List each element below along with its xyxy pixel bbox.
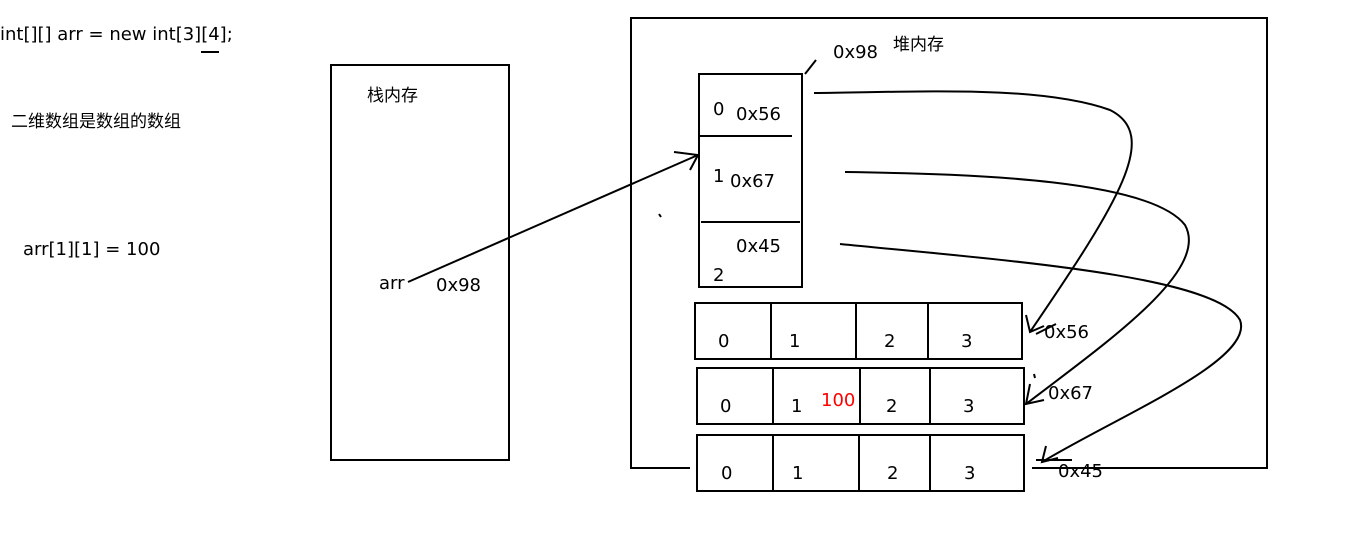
- outer-slot-index: 0: [713, 99, 725, 120]
- inner-cell-index: 1: [791, 396, 803, 417]
- assignment-statement: arr[1][1] = 100: [23, 239, 161, 260]
- inner-array-address: 0x45: [1058, 461, 1104, 482]
- inner-cell-index: 0: [721, 463, 733, 484]
- explanation-text: 二维数组是数组的数组: [11, 112, 181, 132]
- inner-array-address: 0x56: [1044, 322, 1090, 343]
- slot-0-reference-arrow: [813, 90, 1133, 333]
- outer-array-box: [698, 73, 803, 288]
- inner-array-box-0x45: [696, 434, 1025, 492]
- inner-cell-index: 3: [961, 331, 973, 352]
- code-declaration: int[][] arr = new int[3][4];: [0, 24, 233, 45]
- slot-1-arrowhead: [1024, 383, 1045, 406]
- inner-cell-index: 0: [720, 396, 732, 417]
- outer-slot-index: 1: [713, 166, 725, 187]
- stack-var-name: arr: [379, 273, 405, 294]
- inner-cell-index: 1: [792, 463, 804, 484]
- slot-2-reference-arrow: [839, 243, 1243, 463]
- stack-var-value: 0x98: [436, 275, 482, 296]
- outer-slot-value: 0x56: [736, 104, 782, 125]
- arr-reference-arrow: [407, 154, 699, 283]
- inner-cell-index: 2: [884, 331, 896, 352]
- stray-mark-2: [1033, 373, 1036, 379]
- inner-0x56-address-tick: [1035, 323, 1057, 335]
- inner-array-address: 0x67: [1048, 383, 1094, 404]
- outer-array-address: 0x98: [833, 42, 879, 63]
- slot-1-reference-arrow: [844, 171, 1190, 405]
- inner-cell-index: 2: [887, 463, 899, 484]
- slot-2-arrowhead: [1040, 445, 1059, 464]
- inner-cell-index: 1: [789, 331, 801, 352]
- inner-cell-index: 3: [963, 396, 975, 417]
- stack-title: 栈内存: [367, 86, 418, 106]
- heap-title: 堆内存: [893, 35, 944, 55]
- outer-slot-value: 0x45: [736, 236, 782, 257]
- stored-value: 100: [821, 390, 856, 411]
- outer-address-tick: [804, 59, 817, 75]
- outer-slot-index: 2: [713, 265, 725, 286]
- inner-cell-index: 0: [718, 331, 730, 352]
- arr-reference-arrowhead: [673, 151, 700, 171]
- inner-cell-index: 2: [886, 396, 898, 417]
- outer-slot-value: 0x67: [730, 171, 776, 192]
- inner-cell-index: 3: [964, 463, 976, 484]
- inner-array-box-0x56: [694, 302, 1023, 360]
- slot-0-arrowhead: [1025, 314, 1045, 334]
- heap-frame: [630, 17, 1268, 469]
- stack-frame: [330, 64, 510, 461]
- stray-mark: [658, 213, 662, 218]
